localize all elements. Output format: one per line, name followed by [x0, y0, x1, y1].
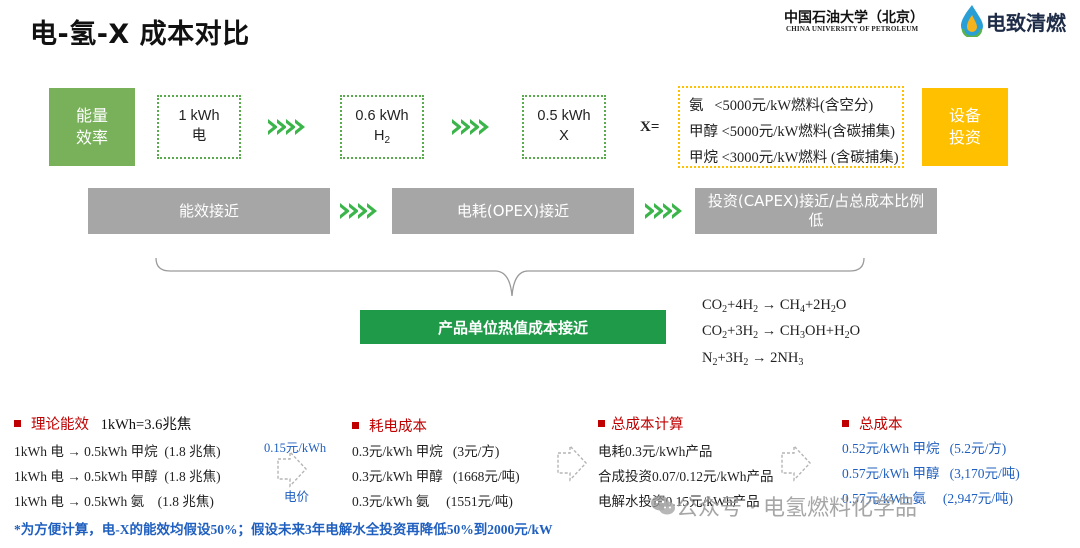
efficiency-label-line1: 能量 [75, 106, 108, 126]
hydrogen-box: 0.6 kWh H2 [340, 95, 424, 159]
bar-capex: 投资(CAPEX)接近/占总成本比例低 [695, 188, 937, 234]
investment-ammonia: 氨 <5000元/kW燃料(含空分) [689, 98, 874, 114]
open-arrow-icon [781, 444, 811, 482]
footnote: *为方便计算，电-X的能效均假设50%；假设未来3年电解水全投资再降低50%到2… [14, 522, 553, 537]
total-calc-row: 电耗0.3元/kWh产品 [598, 444, 713, 459]
electricity-price-label: 电价 [284, 490, 310, 504]
hydrogen-unit: H2 [373, 127, 391, 146]
equipment-label-line2: 投资 [948, 128, 981, 147]
equipment-investment-box: 设备投资 [922, 88, 1008, 166]
square-bullet-icon [14, 420, 21, 427]
square-bullet-icon [352, 422, 359, 429]
chevron-arrow-icon [268, 119, 305, 135]
open-arrow-icon [277, 450, 307, 488]
product-x-box: 0.5 kWh X [522, 95, 606, 159]
curly-brace-icon [155, 257, 865, 297]
brand-name: 电致清燃 [986, 11, 1066, 35]
watermark-text: 公众号 · 电氢燃料化学品 [676, 496, 917, 521]
bar-opex: 电耗(OPEX)接近 [392, 188, 634, 234]
total-cost-row: 0.57元/kWh 甲醇 (3,170元/吨) [842, 466, 1020, 481]
theory-row: 1kWh 电 → 0.5kWh 氨 (1.8 兆焦) [14, 494, 214, 509]
power-cost-row: 0.3元/kWh 甲醇 (1668元/吨) [352, 469, 520, 484]
total-calc-row: 合成投资0.07/0.12元/kWh产品 [598, 469, 774, 484]
hydrogen-value: 0.6 kWh [355, 107, 409, 124]
square-bullet-icon [598, 420, 605, 427]
investment-methanol: 甲醇 <5000元/kW燃料(含碳捕集) [689, 124, 895, 140]
product-x-value: 0.5 kWh [537, 108, 591, 125]
section-power-heading: 耗电成本 [352, 415, 427, 436]
section-total-calc-heading: 总成本计算 [598, 413, 684, 434]
power-cost-row: 0.3元/kWh 甲烷 (3元/方) [352, 444, 500, 459]
total-calc-row: 电解水投资0.15元/kWh产品 [598, 494, 760, 509]
square-bullet-icon [842, 420, 849, 427]
page-title: 电-氢-X 成本对比 [30, 19, 250, 50]
university-name-en: CHINA UNIVERSITY OF PETROLEUM [786, 25, 919, 33]
open-arrow-icon [557, 444, 587, 482]
electricity-price: 0.15元/kWh [264, 441, 327, 455]
equipment-label-line1: 设备 [948, 106, 981, 126]
product-x-unit: X [559, 128, 569, 144]
reaction-ammonia: N2+3H2 → 2NH3 [702, 350, 804, 368]
x-equals-label: X= [640, 119, 660, 135]
investment-methane: 甲烷 <3000元/kW燃料 (含碳捕集) [689, 150, 899, 166]
total-cost-row: 0.57元/kWh 氨 (2,947元/吨) [842, 491, 1013, 506]
wechat-icon [651, 495, 675, 515]
efficiency-label-box: 能量效率 [49, 88, 135, 166]
theory-row: 1kWh 电 → 0.5kWh 甲烷 (1.8 兆焦) [14, 444, 221, 459]
chevron-arrow-icon [340, 203, 377, 219]
theory-row: 1kWh 电 → 0.5kWh 甲醇 (1.8 兆焦) [14, 469, 221, 484]
electricity-unit: 电 [191, 128, 207, 144]
electricity-value: 1 kWh [178, 108, 220, 125]
flame-logo-icon [961, 5, 983, 37]
conclusion-bar: 产品单位热值成本接近 [360, 310, 666, 344]
energy-conversion-note: 1kWh=3.6兆焦 [100, 417, 192, 433]
chevron-arrow-icon [452, 119, 489, 135]
section-theory-heading: 理论能效 1kWh=3.6兆焦 [14, 413, 191, 434]
chevron-arrow-icon [645, 203, 682, 219]
total-cost-row: 0.52元/kWh 甲烷 (5.2元/方) [842, 441, 1007, 456]
power-cost-row: 0.3元/kWh 氨 (1551元/吨) [352, 494, 513, 509]
efficiency-label-line2: 效率 [75, 128, 108, 147]
section-total-heading: 总成本 [842, 413, 903, 434]
bar-efficiency: 能效接近 [88, 188, 330, 234]
reaction-methane: CO2+4H2 → CH4+2H2O [702, 297, 847, 315]
reaction-methanol: CO2+3H2 → CH3OH+H2O [702, 323, 861, 341]
electricity-box: 1 kWh 电 [157, 95, 241, 159]
university-name-cn: 中国石油大学（北京） [784, 10, 924, 26]
investment-box: 氨 <5000元/kW燃料(含空分) 甲醇 <5000元/kW燃料(含碳捕集) … [678, 86, 904, 168]
